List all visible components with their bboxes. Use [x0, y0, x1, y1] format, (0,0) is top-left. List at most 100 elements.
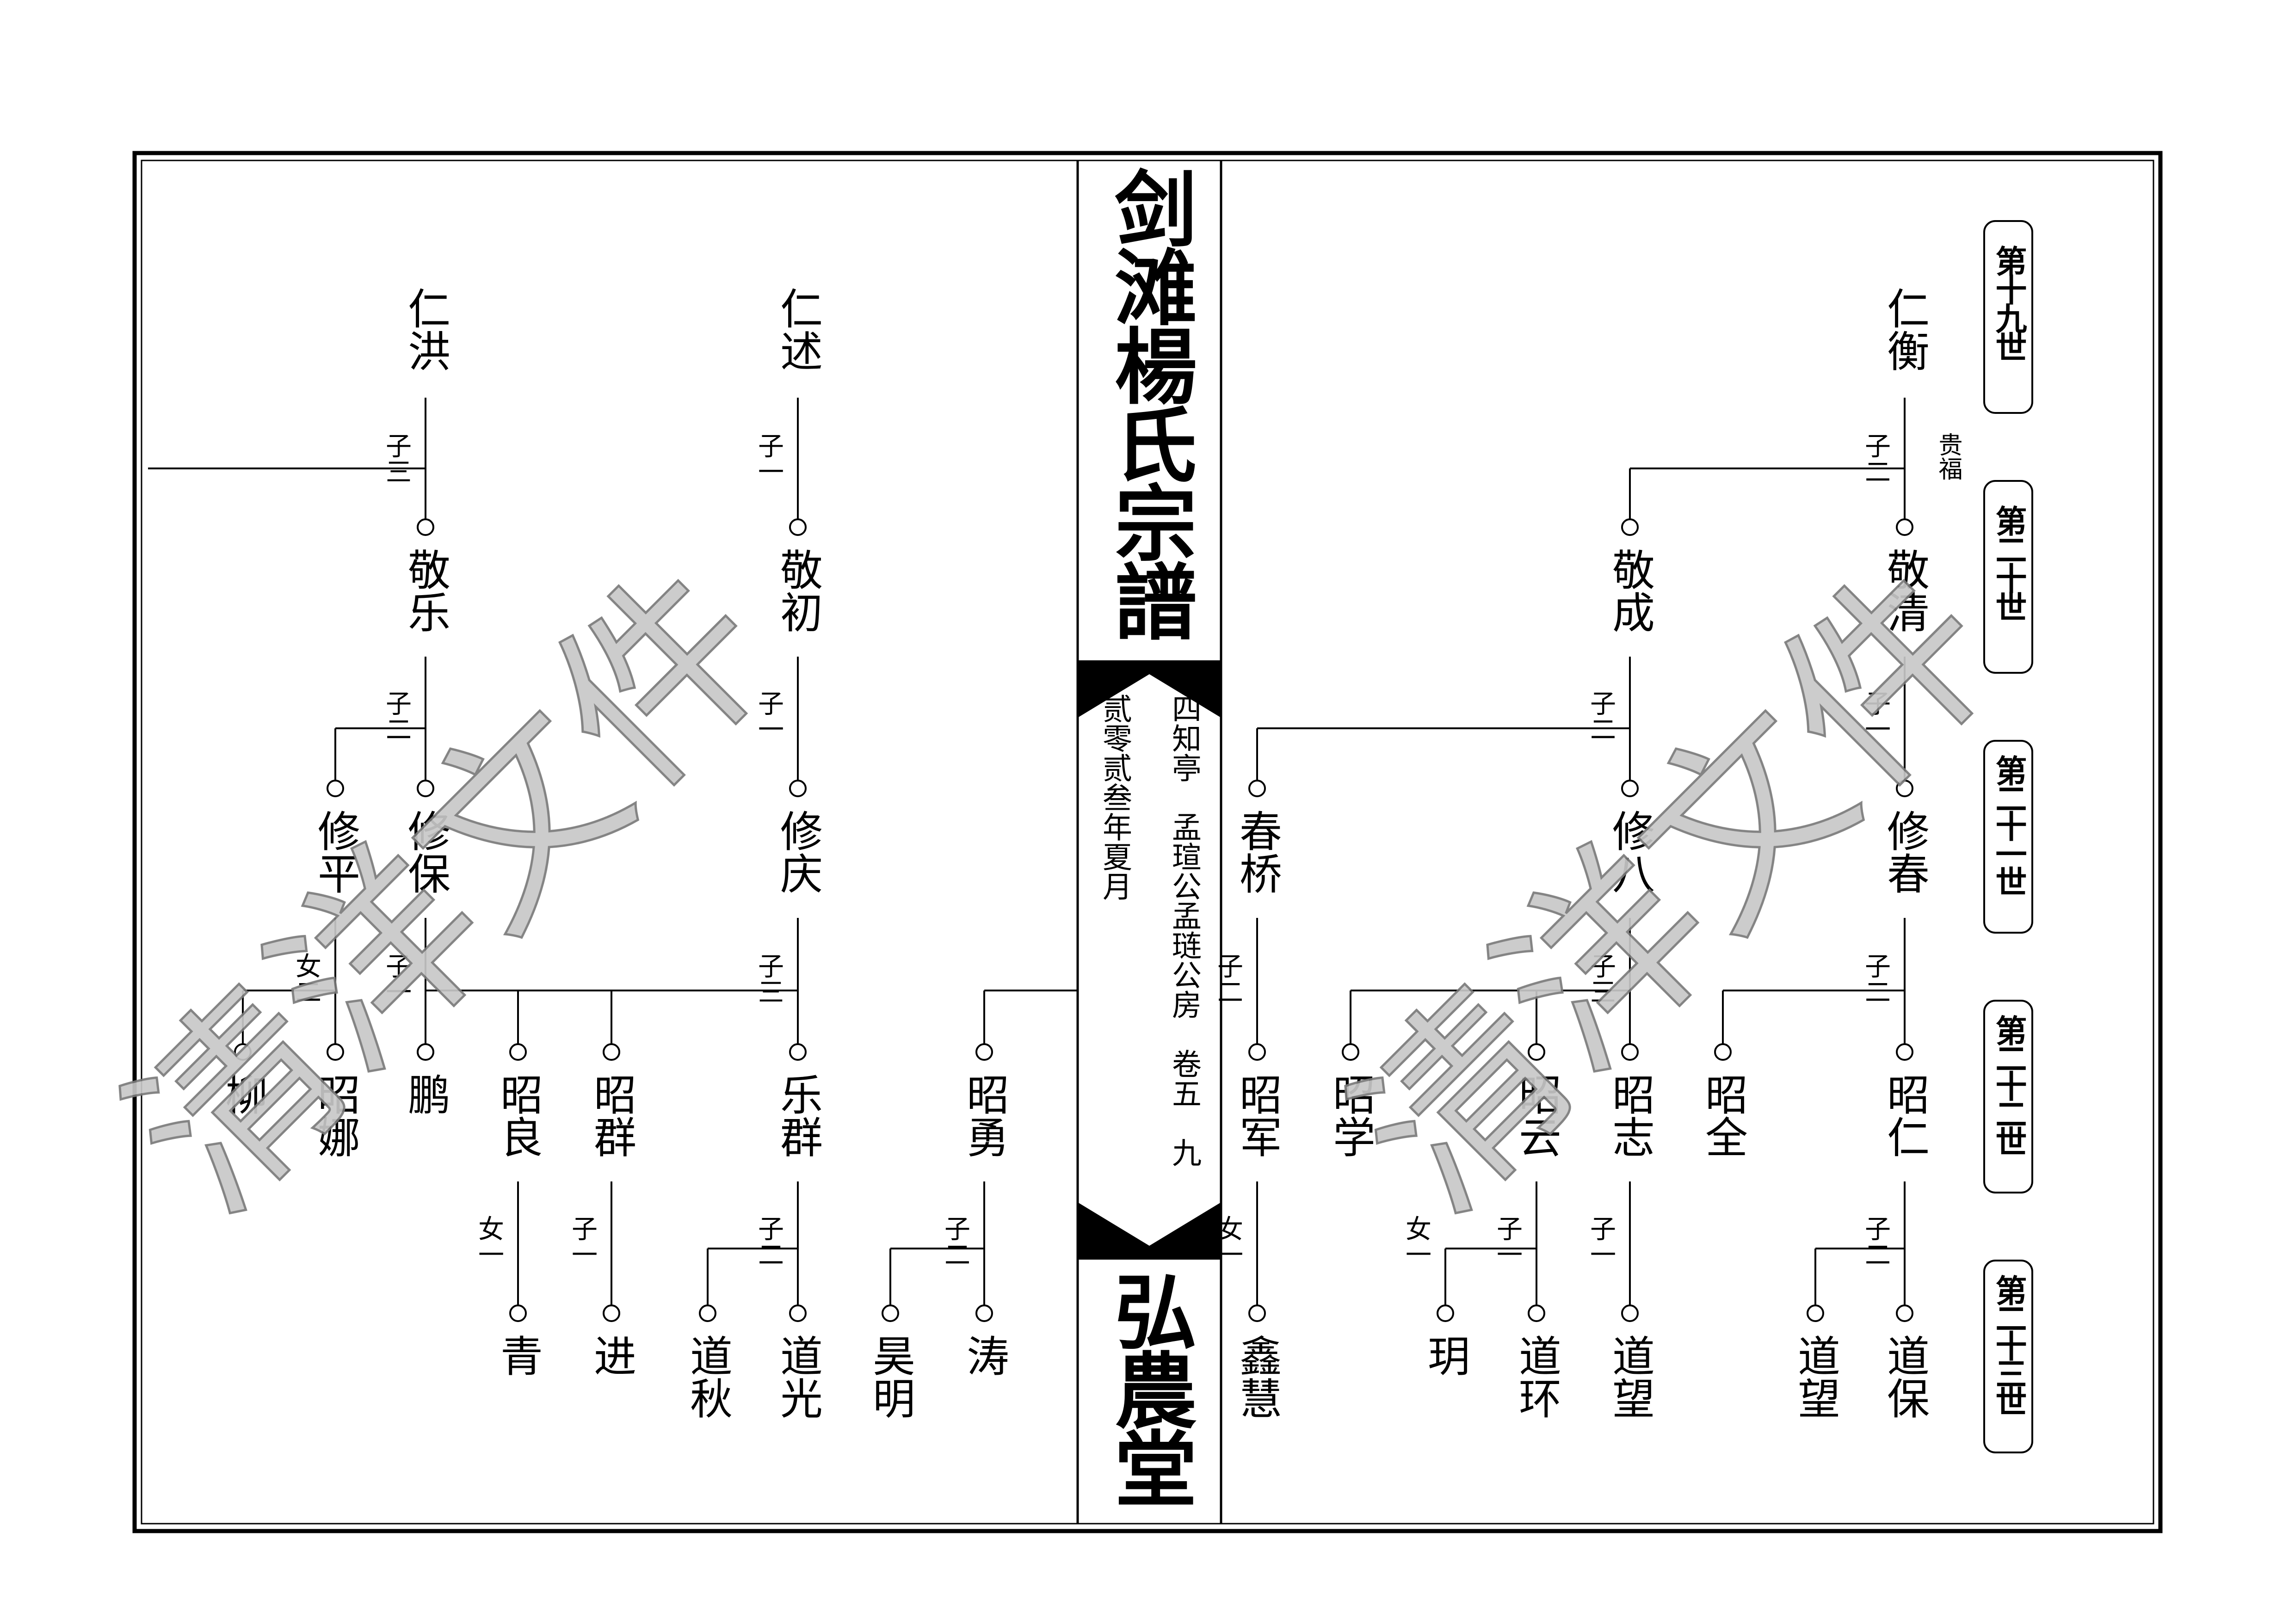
member-name: 修庆 — [773, 809, 823, 894]
member-name: 敬乐 — [401, 548, 450, 633]
member-circle-icon — [417, 1043, 434, 1061]
spine-date: 贰零贰叁年夏月 — [1098, 694, 1132, 901]
member-circle-icon — [1896, 1304, 1913, 1322]
member-name: 春桥 — [1233, 809, 1282, 894]
member-circle-icon — [1621, 1304, 1639, 1322]
member-name: 昭志 — [1605, 1073, 1655, 1158]
inner-frame — [141, 160, 2154, 1525]
generation-label: 第二十一世 — [1990, 755, 2027, 895]
member-name: 仁衡 — [1880, 287, 1930, 372]
relation-tag: 子一 — [1586, 1215, 1616, 1267]
member-name: 道望 — [1791, 1334, 1840, 1419]
generation-label-box — [1983, 480, 2033, 674]
spine-volume-info: 四知亭 孟瑄公孟琏公房 卷五 九 — [1167, 694, 1201, 1167]
member-circle-icon — [327, 780, 344, 797]
member-name: 敬初 — [773, 548, 823, 633]
member-name: 鹏 — [401, 1073, 450, 1115]
relation-tag: 女二 — [291, 953, 321, 1004]
relation-tag: 子一 — [754, 432, 784, 484]
relation-tag: 子一 — [1861, 690, 1891, 742]
member-circle-icon — [1807, 1304, 1824, 1322]
generation-label-box — [1983, 1260, 2033, 1453]
member-circle-icon — [417, 518, 434, 536]
relation-tag: 女一 — [474, 1215, 504, 1267]
member-circle-icon — [1714, 1043, 1732, 1061]
generation-label: 第十九世 — [1990, 245, 2027, 360]
generation-label: 第二十世 — [1990, 505, 2027, 620]
generation-label-box — [1983, 740, 2033, 934]
member-name: 昭娜 — [311, 1073, 360, 1158]
member-name: 道望 — [1605, 1334, 1655, 1419]
generation-label: 第二十二世 — [1990, 1015, 2027, 1155]
member-name: 道秋 — [683, 1334, 733, 1419]
member-name: 昭群 — [587, 1073, 636, 1158]
member-circle-icon — [603, 1043, 620, 1061]
member-circle-icon — [975, 1043, 993, 1061]
relation-tag: 子二 — [1861, 432, 1891, 484]
tree-connector-lines — [148, 398, 1906, 1309]
relation-tag: 女一 — [1213, 1215, 1243, 1267]
relation-tag: 子一 — [382, 953, 412, 1004]
spine-black-band-top — [1078, 660, 1221, 718]
member-circle-icon — [1248, 780, 1266, 797]
member-circle-icon — [882, 1304, 899, 1322]
member-circle-icon — [1528, 1304, 1545, 1322]
member-name: 昭良 — [494, 1073, 543, 1158]
member-circle-icon — [975, 1304, 993, 1322]
member-circle-icon — [234, 1043, 252, 1061]
relation-tag: 子二 — [1861, 953, 1891, 1004]
member-circle-icon — [1621, 780, 1639, 797]
member-circle-icon — [1896, 518, 1913, 536]
spine-hall-name: 弘農堂 — [1101, 1269, 1198, 1505]
member-circle-icon — [789, 1043, 807, 1061]
member-circle-icon — [509, 1304, 527, 1322]
member-name: 敬成 — [1605, 548, 1655, 633]
member-name: 昭云 — [1512, 1073, 1561, 1158]
member-circle-icon — [603, 1304, 620, 1322]
generation-labels: 第十九世 第二十世 第二十一世 第二十二世 第二十三世 — [1983, 220, 2033, 1453]
member-name: 昭勇 — [960, 1073, 1009, 1158]
member-name: 青 — [494, 1334, 543, 1377]
member-name: 涛 — [960, 1334, 1009, 1377]
member-circle-icon — [1621, 1043, 1639, 1061]
watermark-text: 清洋文件 — [1313, 527, 2039, 1253]
relation-tag: 女一 — [1401, 1215, 1431, 1267]
member-name: 柳 — [218, 1073, 268, 1115]
member-name: 昭军 — [1233, 1073, 1282, 1158]
member-name: 道光 — [773, 1334, 823, 1419]
member-name: 修春 — [1880, 809, 1930, 894]
relation-tag: 子二 — [382, 690, 412, 742]
generation-label: 第二十三世 — [1990, 1274, 2027, 1415]
member-name: 鑫慧 — [1233, 1334, 1282, 1419]
member-note: 贵福 — [1934, 432, 1962, 480]
member-circle-icon — [327, 1043, 344, 1061]
member-name: 道保 — [1880, 1334, 1930, 1419]
relation-tag: 子一 — [568, 1215, 598, 1267]
member-circle-icon — [417, 780, 434, 797]
relation-tag: 子二 — [754, 1215, 784, 1267]
relation-tag: 子三 — [1586, 953, 1616, 1004]
relation-tag: 子二 — [1861, 1215, 1891, 1267]
watermark-text: 清洋文件 — [87, 527, 814, 1253]
member-circle-icon — [1528, 1043, 1545, 1061]
member-name: 敬清 — [1880, 548, 1930, 633]
member-circle-icon — [509, 1043, 527, 1061]
member-name: 乐群 — [773, 1073, 823, 1158]
member-circle-icon — [1621, 518, 1639, 536]
relation-tag: 子三 — [754, 953, 784, 1004]
member-circle-icon — [1248, 1304, 1266, 1322]
relation-tag: 子一 — [1493, 1215, 1523, 1267]
member-name: 仁洪 — [401, 287, 450, 372]
generation-label-box — [1983, 220, 2033, 414]
spine-black-band-bottom — [1078, 1202, 1221, 1260]
member-name: 仁述 — [773, 287, 823, 372]
tree-nodes: 仁衡贵福子二敬清敬成子一子二修春修八春桥子二子三子二昭仁昭全昭志昭云昭学昭军子二… — [218, 287, 1963, 1419]
relation-tag: 子二 — [1213, 953, 1243, 1004]
member-name: 昭仁 — [1880, 1073, 1930, 1158]
member-circle-icon — [1896, 1043, 1913, 1061]
member-circle-icon — [789, 1304, 807, 1322]
member-name: 玥 — [1421, 1334, 1470, 1377]
member-circle-icon — [789, 518, 807, 536]
member-name: 修八 — [1605, 809, 1655, 894]
